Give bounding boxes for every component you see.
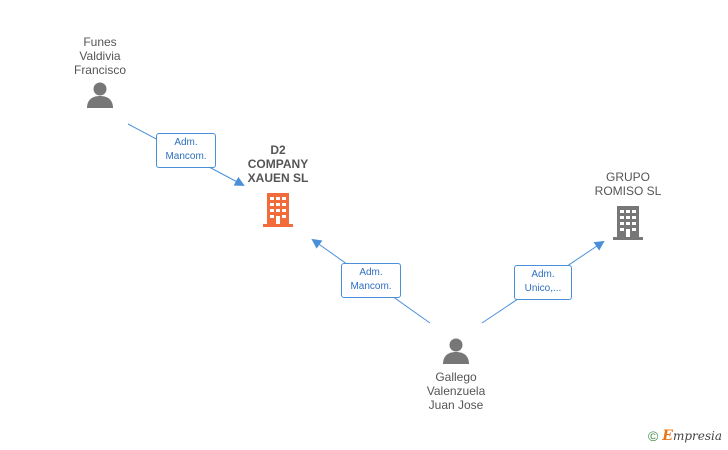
brand-footer: © Empresia	[648, 428, 722, 444]
company-node-d2[interactable]: D2 COMPANY XAUEN SL	[228, 143, 328, 229]
person-name-label: Funes Valdivia Francisco	[73, 35, 126, 77]
copyright-symbol: ©	[647, 428, 659, 444]
building-icon	[613, 206, 643, 240]
edge-label-gallego-grupo[interactable]: Adm. Unico,...	[514, 265, 572, 300]
person-icon	[443, 338, 469, 364]
brand-text: mpresia	[672, 429, 722, 443]
empresia-logo: Empresia	[662, 428, 722, 444]
company-node-grupo-romiso[interactable]: GRUPO ROMISO SL	[578, 170, 678, 242]
company-name-label: GRUPO ROMISO SL	[594, 170, 662, 198]
person-node-gallego[interactable]: Gallego Valenzuela Juan Jose	[404, 336, 508, 412]
edge-label-gallego-d2[interactable]: Adm. Mancom.	[341, 263, 401, 298]
person-node-funes[interactable]: Funes Valdivia Francisco	[48, 35, 152, 110]
edge-label-funes-d2[interactable]: Adm. Mancom.	[156, 133, 216, 168]
building-icon	[263, 193, 293, 227]
brand-initial: E	[662, 428, 673, 444]
company-name-label: D2 COMPANY XAUEN SL	[247, 143, 309, 185]
person-name-label: Gallego Valenzuela Juan Jose	[426, 370, 486, 412]
person-icon	[87, 82, 113, 108]
